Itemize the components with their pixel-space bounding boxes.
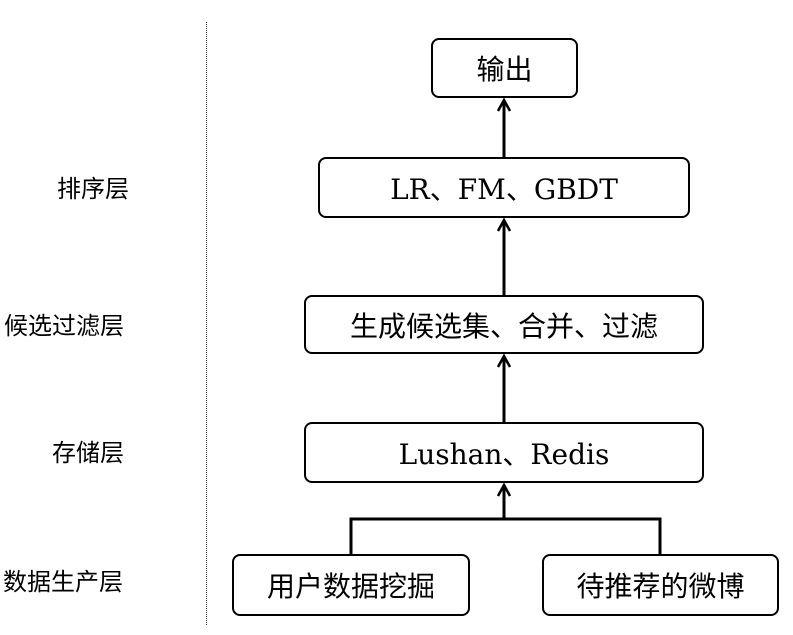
layer-label-ranking: 排序层	[57, 175, 129, 203]
arrowhead-to-filter	[496, 353, 512, 368]
layer-label-storage: 存储层	[52, 439, 124, 467]
layer-label-candidate-filter: 候选过滤层	[4, 312, 124, 340]
arrowhead-to-output	[496, 97, 512, 112]
user-data-mining-box: 用户数据挖掘	[232, 554, 470, 616]
output-box: 输出	[431, 38, 578, 98]
dotted-separator-line	[206, 22, 207, 625]
ranking-models-box: LR、FM、GBDT	[318, 157, 690, 218]
candidate-filter-box: 生成候选集、合并、过滤	[304, 295, 704, 354]
arrowhead-to-ranking	[496, 217, 512, 232]
storage-box: Lushan、Redis	[304, 422, 704, 483]
layer-label-data-production: 数据生产层	[3, 568, 123, 596]
weibo-to-recommend-box: 待推荐的微博	[542, 554, 779, 616]
arrowhead-to-storage	[496, 482, 512, 497]
